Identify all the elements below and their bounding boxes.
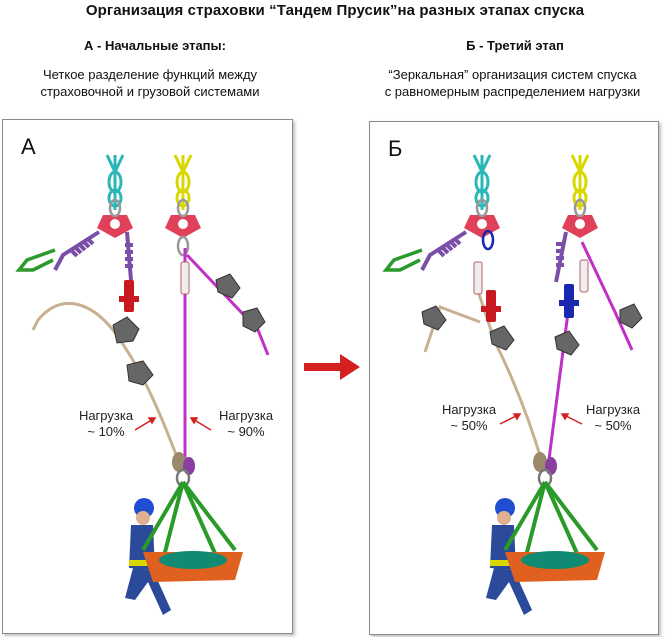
knot-icon (533, 452, 557, 488)
pointer-arrows (499, 413, 583, 425)
carabiner-icon (108, 198, 190, 257)
panel-a-description-line1: Четкое разделение функций между (42, 67, 258, 82)
page-title: Организация страховки “Тандем Прусик”на … (85, 2, 585, 19)
tan-rope (31, 301, 180, 461)
panel-b-letter: Б (388, 136, 403, 161)
teal-anchor-icon (472, 154, 492, 210)
panel-a-description: Четкое разделение функций между страхово… (0, 66, 300, 100)
panel-a-right-load: Нагрузка ~ 90% (209, 408, 283, 440)
panel-b-right-load: Нагрузка ~ 50% (576, 402, 650, 434)
panel-b-left-load-value: ~ 50% (450, 418, 488, 433)
panel-b-left-load: Нагрузка ~ 50% (432, 402, 506, 434)
tan-rope (423, 281, 544, 463)
yellow-anchor-icon (570, 154, 590, 210)
purple-prusik-icon (420, 230, 568, 283)
panel-a-right-load-label: Нагрузка (218, 408, 274, 423)
panel-a-illustration (15, 154, 270, 615)
panel-a-letter: А (21, 134, 36, 159)
panel-a-left-load-value: ~ 10% (87, 424, 125, 439)
panel-b: Б (369, 121, 659, 635)
panel-b-illustration (382, 154, 643, 615)
panel-a-heading: А - Начальные этапы: (84, 38, 226, 53)
teal-anchor-icon (105, 154, 125, 210)
green-sling-icon (503, 480, 599, 561)
glove-icon (421, 303, 643, 356)
panel-b-left-load-label: Нагрузка (441, 402, 497, 417)
purple-prusik-icon (53, 230, 133, 281)
panel-b-description-line2: с равномерным распределением нагрузки (384, 84, 641, 99)
green-sling-icon (15, 248, 56, 272)
glove-icon (112, 273, 266, 386)
knot-icon (172, 452, 195, 488)
panel-b-right-load-value: ~ 50% (594, 418, 632, 433)
pointer-arrows (134, 417, 212, 431)
green-sling-icon (141, 480, 237, 561)
panel-a-right-load-value: ~ 90% (227, 424, 265, 439)
panel-a-left-load: Нагрузка ~ 10% (69, 408, 143, 440)
blue-device-icon (559, 284, 579, 318)
panel-b-heading: Б - Третий этап (466, 38, 564, 53)
pulley-icon (97, 215, 201, 238)
red-device-icon (481, 290, 501, 322)
descender-icon (180, 261, 190, 295)
transition-arrow-icon (304, 354, 360, 380)
panel-a-left-load-label: Нагрузка (78, 408, 134, 423)
carabiner-icon (475, 198, 587, 251)
panel-a-description-line2: страховочной и грузовой системами (40, 84, 260, 99)
magenta-rope (546, 296, 572, 468)
green-sling-icon (382, 248, 423, 272)
panel-b-description-line1: “Зеркальная” организация систем спуска (388, 67, 637, 82)
panel-a: А (2, 119, 293, 634)
panel-b-right-load-label: Нагрузка (585, 402, 641, 417)
red-device-icon (119, 280, 139, 312)
descender-icon (473, 261, 483, 295)
stretcher-icon (505, 551, 605, 582)
descender-icon (579, 259, 589, 293)
stretcher-icon (143, 551, 243, 582)
yellow-anchor-icon (173, 154, 193, 210)
panel-b-description: “Зеркальная” организация систем спуска с… (355, 66, 670, 100)
